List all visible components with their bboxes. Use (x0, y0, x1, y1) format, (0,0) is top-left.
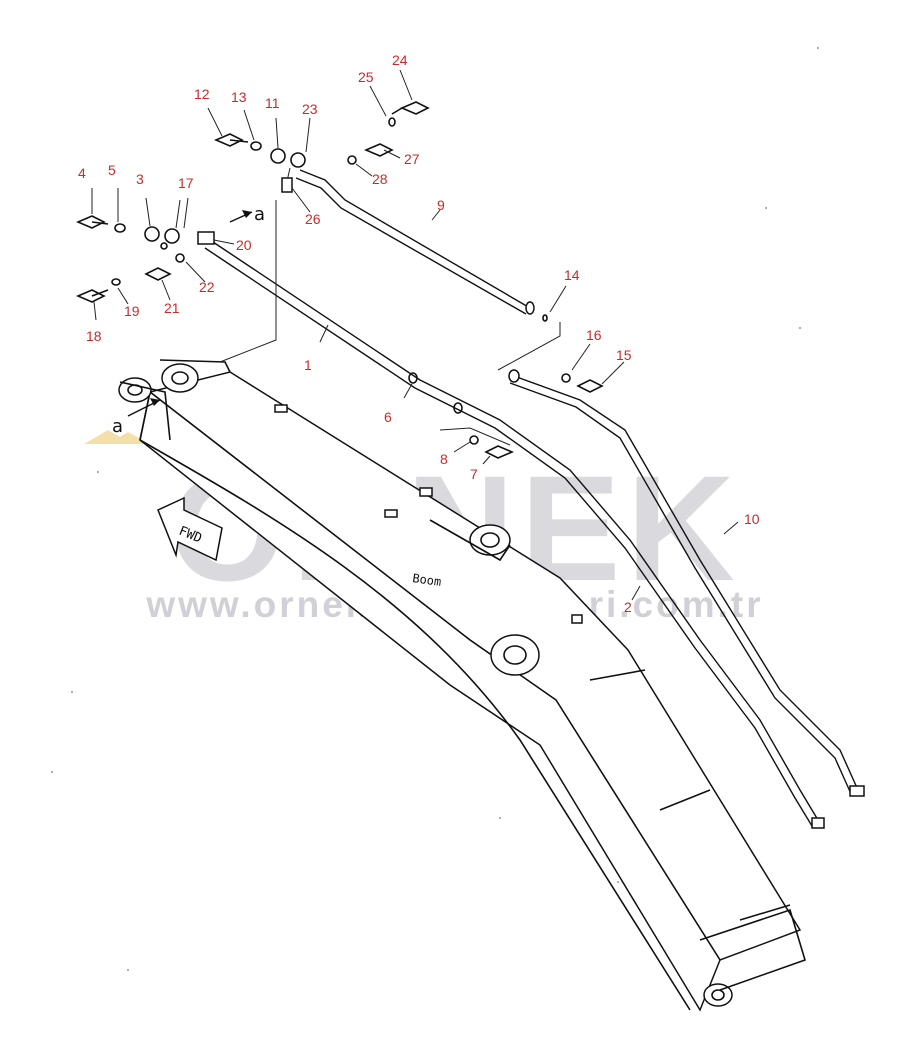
callout-2: 2 (624, 599, 632, 615)
fitting-20 (197, 231, 215, 245)
view-marker-top-label: a (254, 204, 265, 225)
o-ring-6 (408, 372, 418, 384)
clamp-11 (270, 148, 286, 164)
callout-16: 16 (586, 327, 602, 343)
fittings (75, 101, 604, 459)
callout-10: 10 (744, 511, 760, 527)
washer-5 (114, 223, 126, 233)
callout-11: 11 (265, 95, 280, 111)
callout-4: 4 (78, 165, 86, 181)
fwd-arrow: FWD (157, 496, 223, 562)
callout-27: 27 (404, 151, 420, 167)
boom-foot-boss-lower (118, 377, 152, 403)
callout-13: 13 (231, 89, 247, 105)
boom-side-face (139, 390, 721, 1012)
bolt-24 (391, 101, 430, 115)
clamp-3 (144, 226, 160, 242)
tube-2-end-fitting (811, 817, 825, 829)
washer-8 (469, 435, 479, 445)
callout-28: 28 (372, 171, 388, 187)
watermark-accent (84, 430, 150, 444)
callout-5: 5 (108, 162, 116, 178)
callout-14: 14 (564, 267, 580, 283)
washer-13 (250, 141, 262, 151)
callout-15: 15 (616, 347, 632, 363)
callout-12: 12 (194, 86, 210, 102)
o-ring-14 (542, 314, 548, 322)
bolt-4 (75, 215, 106, 229)
tube-10-end-fitting (849, 785, 865, 797)
washer-19 (111, 278, 121, 286)
boom-side-plate (490, 634, 540, 676)
callout-18: 18 (86, 328, 102, 344)
view-marker-left: a (112, 398, 161, 437)
bolt-21 (144, 267, 172, 281)
tube-9 (295, 169, 535, 315)
callout-6: 6 (384, 409, 392, 425)
bolt-7 (484, 445, 515, 459)
callout-20: 20 (236, 237, 252, 253)
callout-25: 25 (358, 69, 374, 85)
washer-28 (347, 155, 357, 165)
callout-3: 3 (136, 171, 144, 187)
tube-1 (204, 239, 825, 829)
boom-bottom-edge (139, 439, 691, 1011)
tube-10 (508, 369, 865, 797)
callout-8: 8 (440, 451, 448, 467)
boom-cylinder-boss (469, 524, 511, 556)
callout-7: 7 (470, 466, 478, 482)
view-marker-left-label: a (112, 416, 123, 437)
boom-label: Boom (412, 571, 443, 589)
boom-tip-boss (703, 983, 733, 1007)
callout-23: 23 (302, 101, 318, 117)
boom-assembly: Boom (118, 359, 806, 1012)
callout-19: 19 (124, 303, 140, 319)
view-marker-top: a (229, 204, 265, 225)
callout-26: 26 (305, 211, 321, 227)
boom-foot-boss-upper (161, 363, 199, 393)
bolt-27 (363, 143, 394, 157)
bolt-12 (213, 133, 249, 147)
bolt-18 (75, 289, 109, 303)
callout-22: 22 (199, 279, 215, 295)
washer-16 (561, 373, 571, 383)
clamp-26 (281, 177, 293, 193)
callout-9: 9 (437, 197, 445, 213)
bolt-15 (576, 379, 604, 393)
callout-24: 24 (392, 52, 408, 68)
callout-21: 21 (164, 300, 180, 316)
washer-22 (175, 253, 185, 263)
callouts: 1 2 3 4 5 6 7 8 9 10 11 12 13 14 15 16 1… (78, 52, 760, 615)
clamp-17 (164, 228, 180, 244)
callout-17: 17 (178, 175, 194, 191)
clamp-23 (290, 152, 306, 168)
washer-25 (388, 117, 396, 127)
callout-1: 1 (304, 357, 312, 373)
